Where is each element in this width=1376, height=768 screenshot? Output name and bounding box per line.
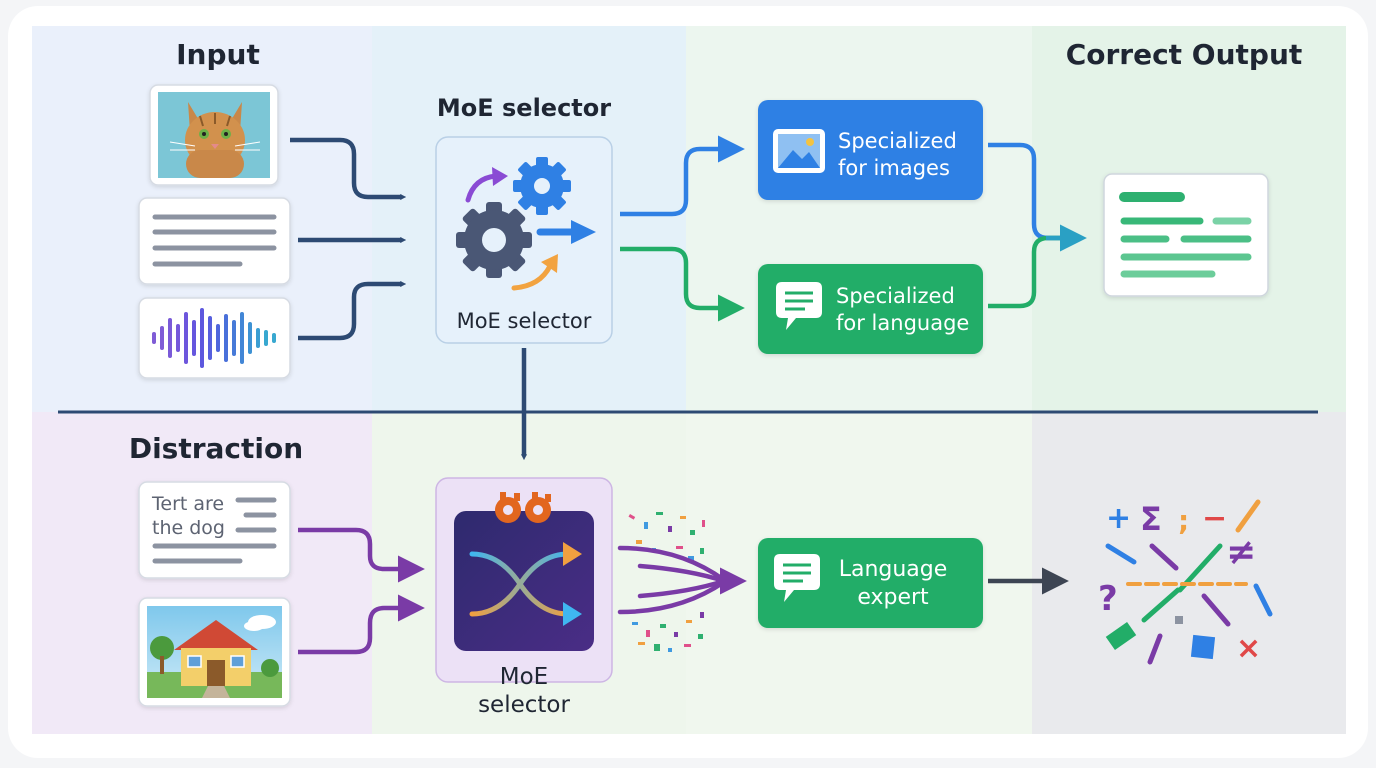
- chat-bubble-icon: [776, 282, 822, 330]
- distraction-text-line2: the dog: [152, 517, 225, 539]
- distraction-label: Distraction: [129, 432, 303, 465]
- language-expert-bottom-line1: Language: [839, 557, 948, 582]
- selector-title: MoE selector: [437, 94, 611, 122]
- correct-output-document: [1103, 173, 1269, 297]
- broken-gears-icon: [495, 492, 551, 523]
- selector-caption-top: MoE selector: [457, 309, 592, 333]
- audio-waveform-icon: [152, 308, 276, 368]
- text-lines-icon: [152, 214, 277, 267]
- arrow-image-to-selector: [290, 137, 407, 200]
- audio-input-card: [138, 297, 291, 379]
- arrow-selector-to-image-expert: [620, 135, 745, 217]
- correct-output-label: Correct Output: [1066, 38, 1303, 71]
- arrow-house-image-to-selector: [298, 594, 425, 655]
- gear-small-icon: [513, 157, 571, 215]
- tangled-arrows: [617, 545, 727, 615]
- language-expert-bottom-box: Language expert: [758, 538, 983, 628]
- symbol-semicolon: ;: [1178, 504, 1189, 537]
- confetti-scatter: [628, 512, 705, 652]
- moe-selector-bottom: MoE selector: [435, 477, 613, 718]
- text-input-card: [138, 197, 291, 285]
- symbol-sigma: Σ: [1140, 500, 1162, 538]
- distraction-text-lines-icon: [152, 497, 277, 564]
- selector-caption-bottom-line1: MoE: [500, 664, 548, 690]
- selector-caption-bottom-line2: selector: [478, 692, 570, 718]
- input-label: Input: [176, 38, 260, 71]
- band-top-experts: [686, 26, 1034, 412]
- curved-arrow-orange-icon: [511, 263, 553, 291]
- symbol-minus: −: [1202, 501, 1227, 536]
- distraction-arrows: [298, 527, 425, 655]
- curved-arrow-purple-icon: [465, 173, 499, 203]
- background-bands: [32, 26, 1346, 734]
- symbol-question: ?: [1098, 579, 1118, 619]
- garbled-output: + Σ ; − ≠ ? ×: [1098, 499, 1273, 666]
- moe-selector-top: MoE selector: [435, 136, 613, 344]
- symbol-plus: +: [1106, 501, 1131, 536]
- image-icon: [773, 129, 825, 173]
- symbol-not-equal: ≠: [1226, 532, 1256, 573]
- cat-icon: [169, 102, 261, 178]
- chat-bubble-icon-bottom: [774, 554, 820, 602]
- language-expert-label-line1: Specialized: [836, 284, 955, 308]
- distraction-text-card: Tert are the dog: [138, 481, 291, 579]
- shuffle-icon-path-b: [469, 551, 571, 617]
- language-expert-label-line2: for language: [836, 311, 969, 335]
- band-bottom-noise: [1032, 412, 1346, 734]
- input-arrows: [290, 137, 407, 341]
- arrow-language-expert-to-output: [988, 235, 1066, 309]
- house-image-card: [138, 597, 291, 707]
- noise-strokes: [1105, 499, 1273, 665]
- arrow-audio-to-selector: [298, 281, 407, 341]
- noise-block-gray: [1175, 616, 1183, 624]
- gear-large-icon: [456, 202, 532, 278]
- noise-block-green: [1105, 621, 1137, 651]
- arrow-distraction-text-to-selector: [298, 527, 425, 583]
- language-expert-bottom-line2: expert: [857, 585, 929, 610]
- house-icon: [147, 615, 282, 698]
- symbol-times: ×: [1236, 631, 1261, 666]
- output-lines-icon: [1119, 192, 1252, 278]
- arrow-selector-to-language-expert: [620, 246, 745, 322]
- noise-block-blue: [1190, 634, 1216, 660]
- image-expert-label-line2: for images: [838, 156, 950, 180]
- image-expert-box: Specialized for images: [758, 100, 983, 200]
- language-expert-box: Specialized for language: [758, 264, 983, 354]
- image-expert-label-line1: Specialized: [838, 129, 957, 153]
- distraction-text-line1: Tert are: [151, 493, 224, 515]
- cat-image-card: [149, 84, 279, 186]
